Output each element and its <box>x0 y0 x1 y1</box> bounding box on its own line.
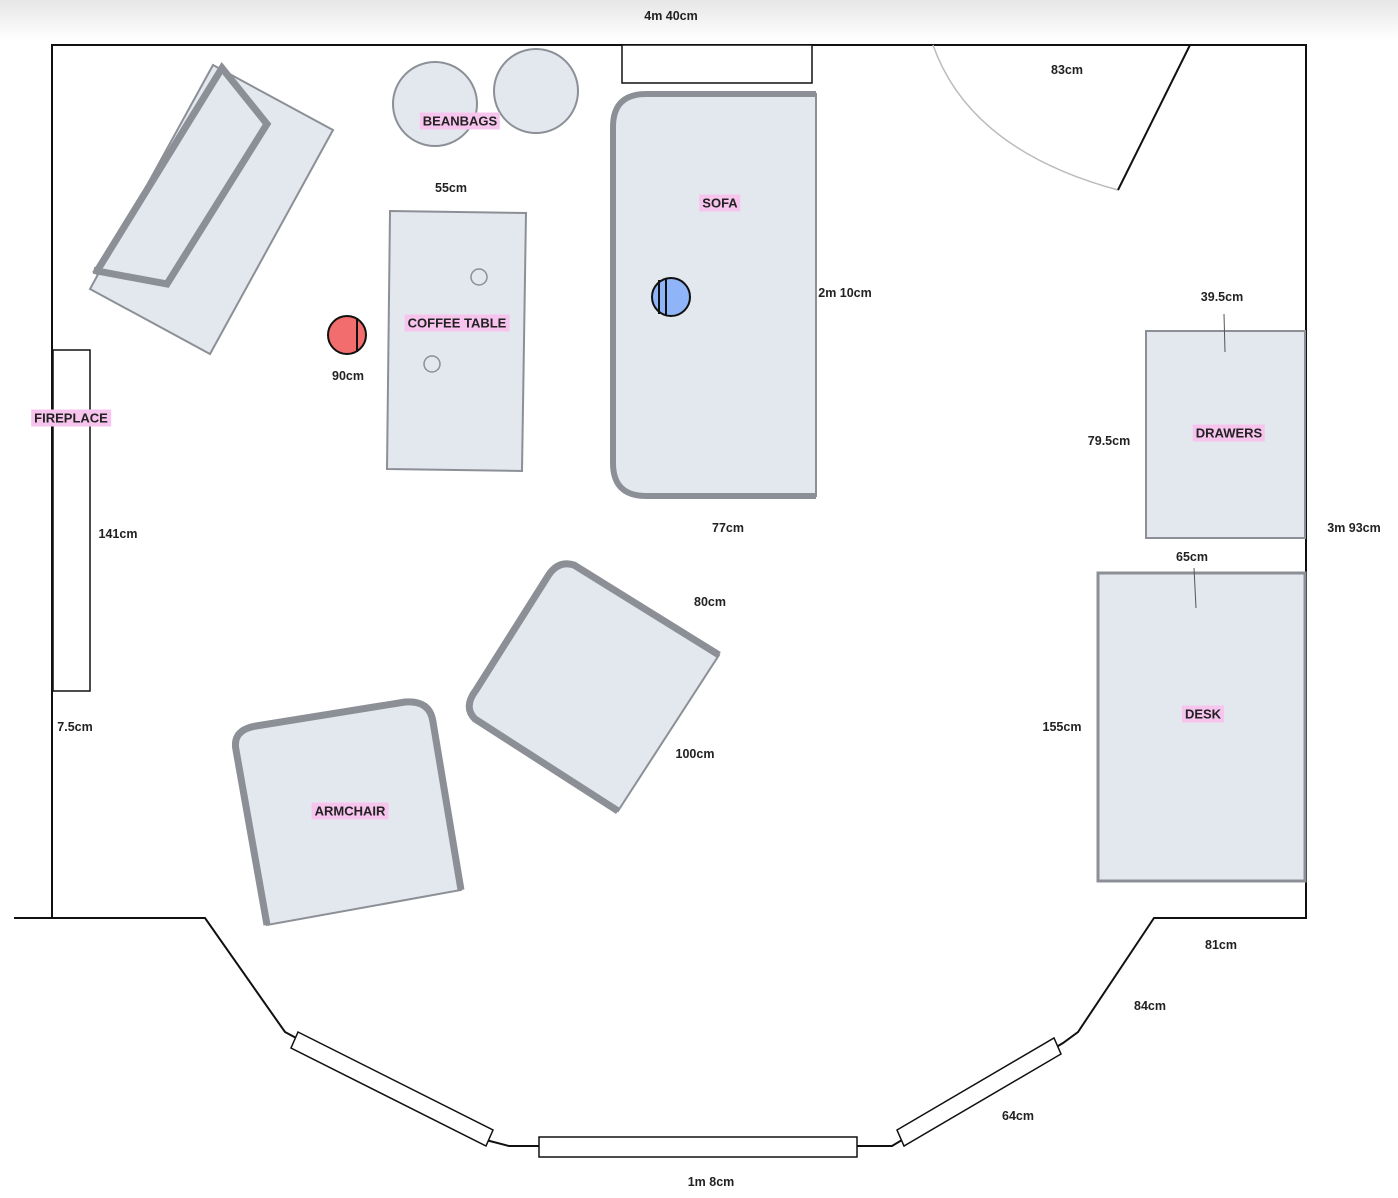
dim-chair-gap: 90cm <box>332 369 364 383</box>
bay-window-right <box>896 1036 1062 1148</box>
blue-marker <box>651 277 691 317</box>
label-beanbags: BEANBAGS <box>419 112 501 130</box>
dim-room-depth: 3m 93cm <box>1327 521 1381 535</box>
dim-desk-width: 65cm <box>1176 550 1208 564</box>
coffee-table-item-1 <box>470 268 488 286</box>
desk <box>1096 571 1307 883</box>
chaise-back <box>92 61 272 288</box>
dim-coffee-table-width: 55cm <box>435 181 467 195</box>
door-leaf <box>1117 44 1191 191</box>
label-armchair: ARMCHAIR <box>311 802 389 820</box>
dim-drawers-depth: 79.5cm <box>1087 434 1131 448</box>
dim-bay-angled-right: 84cm <box>1134 999 1166 1013</box>
dim-fireplace-length: 141cm <box>98 527 138 541</box>
bay-window-center <box>538 1136 858 1158</box>
desk-pointer <box>1193 567 1197 609</box>
dim-bay-side-right: 81cm <box>1205 938 1237 952</box>
bay-window-left <box>290 1030 494 1148</box>
doorway <box>621 44 813 84</box>
label-sofa: SOFA <box>699 194 741 212</box>
beanbag-1 <box>392 61 478 147</box>
dim-fireplace-depth: 7.5cm <box>57 720 93 734</box>
dim-bay-window-right: 64cm <box>1002 1109 1034 1123</box>
dim-armchair-width: 80cm <box>694 595 726 609</box>
beanbag-2 <box>493 48 579 134</box>
drawers-pointer <box>1223 313 1226 353</box>
armchair-tilted-frame <box>465 560 721 814</box>
top-shade <box>0 0 1398 40</box>
label-coffee-table: COFFEE TABLE <box>404 314 510 332</box>
label-drawers: DRAWERS <box>1192 424 1266 442</box>
sofa-frame <box>610 91 816 499</box>
dim-sofa-width: 77cm <box>712 521 744 535</box>
dim-armchair-depth: 100cm <box>675 747 715 761</box>
armchair-frame <box>231 698 465 926</box>
dim-sofa-length: 2m 10cm <box>818 286 872 300</box>
dim-bay-window-center: 1m 8cm <box>687 1175 735 1189</box>
coffee-table <box>385 209 528 473</box>
red-marker <box>327 315 367 355</box>
coffee-table-item-2 <box>423 355 441 373</box>
armchair-tilted <box>468 562 721 813</box>
dim-door: 83cm <box>1051 63 1083 77</box>
label-fireplace: FIREPLACE <box>31 409 111 427</box>
label-desk: DESK <box>1181 705 1225 723</box>
fireplace <box>52 349 91 692</box>
dim-drawers-width: 39.5cm <box>1200 290 1244 304</box>
door-swing <box>932 44 1119 191</box>
dim-desk-length: 155cm <box>1042 720 1082 734</box>
sofa <box>612 93 817 497</box>
dim-room-width: 4m 40cm <box>644 9 698 23</box>
